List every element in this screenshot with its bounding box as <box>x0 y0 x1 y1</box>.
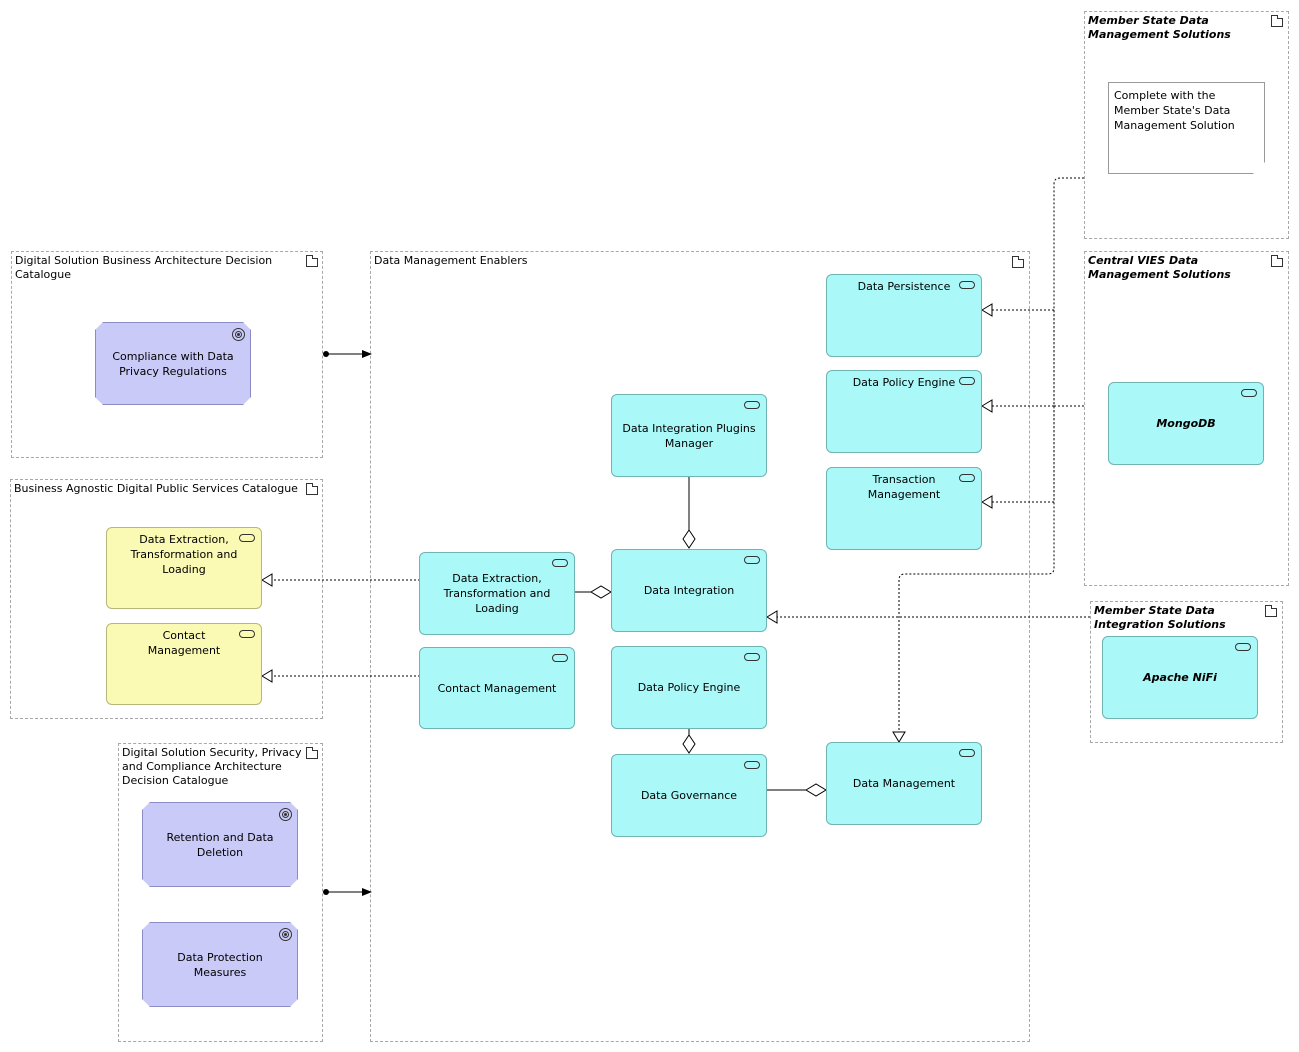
service-data-management[interactable]: Data Management <box>826 742 982 825</box>
group-title: Digital Solution Security, Privacy and C… <box>122 746 302 787</box>
service-contact-management[interactable]: Contact Management <box>419 647 575 729</box>
service-label: Contact Management <box>147 629 221 657</box>
service-data-persistence[interactable]: Data Persistence <box>826 274 982 357</box>
group-title: Member State Data Integration Solutions <box>1094 604 1226 631</box>
folder-icon <box>306 483 318 495</box>
aggregation-diamond <box>590 585 612 599</box>
service-label: Data Integration <box>643 584 735 597</box>
aggregation-diamond <box>682 529 696 549</box>
service-mongodb[interactable]: MongoDB <box>1108 382 1264 465</box>
folder-icon <box>1271 255 1283 267</box>
folder-icon <box>306 255 318 267</box>
service-transaction-management[interactable]: Transaction Management <box>826 467 982 550</box>
service-icon <box>239 534 255 542</box>
service-label: Data Persistence <box>857 280 951 293</box>
goal-label: Data Protection Measures <box>177 950 263 979</box>
service-icon <box>744 653 760 661</box>
service-label: Apache NiFi <box>1143 671 1217 684</box>
service-icon <box>959 749 975 757</box>
service-label: Transaction Management <box>867 473 941 501</box>
service-icon <box>959 474 975 482</box>
service-icon <box>552 654 568 662</box>
member-state-solution-note[interactable]: Complete with the Member State's Data Ma… <box>1108 82 1265 174</box>
goal-icon <box>232 328 245 341</box>
service-label: Data Integration Plugins Manager <box>622 421 756 450</box>
realization-line-member-state <box>898 177 1084 732</box>
folder-icon <box>1271 15 1283 27</box>
folder-icon <box>1265 605 1277 617</box>
service-label: MongoDB <box>1156 417 1216 430</box>
service-etl[interactable]: Data Extraction, Transformation and Load… <box>419 552 575 635</box>
service-label: Contact Management <box>437 681 557 695</box>
goal-retention-and-data-deletion[interactable]: Retention and Data Deletion <box>142 802 298 887</box>
goal-label: Compliance with Data Privacy Regulations <box>112 349 234 378</box>
service-label: Data Extraction, Transformation and Load… <box>130 533 238 576</box>
service-label: Data Management <box>852 777 956 790</box>
service-data-integration-plugins-manager[interactable]: Data Integration Plugins Manager <box>611 394 767 477</box>
service-icon <box>744 401 760 409</box>
service-icon <box>744 761 760 769</box>
service-apache-nifi[interactable]: Apache NiFi <box>1102 636 1258 719</box>
goal-icon <box>279 928 292 941</box>
goal-data-protection-measures[interactable]: Data Protection Measures <box>142 922 298 1007</box>
service-icon <box>959 377 975 385</box>
aggregation-diamond <box>682 734 696 754</box>
service-data-governance[interactable]: Data Governance <box>611 754 767 837</box>
group-title: Data Management Enablers <box>374 254 528 267</box>
group-title: Member State Data Management Solutions <box>1088 14 1231 41</box>
service-label: Data Policy Engine <box>637 681 741 694</box>
goal-label: Retention and Data Deletion <box>166 830 274 859</box>
service-etl-catalogue[interactable]: Data Extraction, Transformation and Load… <box>106 527 262 609</box>
service-icon <box>552 559 568 567</box>
service-icon <box>1241 389 1257 397</box>
service-icon <box>239 630 255 638</box>
service-data-policy-engine-top[interactable]: Data Policy Engine <box>826 370 982 453</box>
note-text: Complete with the Member State's Data Ma… <box>1114 89 1235 132</box>
service-data-integration[interactable]: Data Integration <box>611 549 767 632</box>
service-label: Data Governance <box>640 789 738 802</box>
service-contact-management-catalogue[interactable]: Contact Management <box>106 623 262 705</box>
service-icon <box>959 281 975 289</box>
group-title: Central VIES Data Management Solutions <box>1088 254 1231 281</box>
folder-icon <box>306 747 318 759</box>
group-title: Digital Solution Business Architecture D… <box>15 254 273 281</box>
service-label: Data Policy Engine <box>852 376 956 389</box>
aggregation-diamond <box>805 783 827 797</box>
folder-icon <box>1012 256 1024 268</box>
service-icon <box>1235 643 1251 651</box>
service-label: Data Extraction, Transformation and Load… <box>443 572 551 615</box>
goal-icon <box>279 808 292 821</box>
goal-compliance-with-data-privacy-regulations[interactable]: Compliance with Data Privacy Regulations <box>95 322 251 405</box>
group-title: Business Agnostic Digital Public Service… <box>14 482 298 495</box>
service-icon <box>744 556 760 564</box>
service-data-policy-engine[interactable]: Data Policy Engine <box>611 646 767 729</box>
